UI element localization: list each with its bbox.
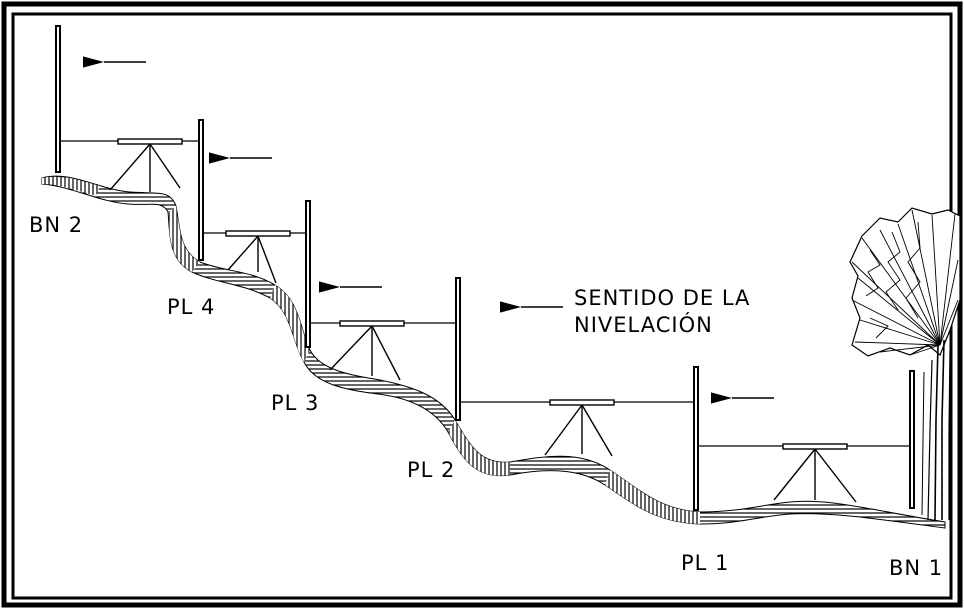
label-pl3: PL 3 xyxy=(271,391,319,415)
direction-caption-line1: SENTIDO DE LA xyxy=(574,286,750,310)
label-pl4: PL 4 xyxy=(167,295,215,319)
level-instrument-2 xyxy=(225,230,291,284)
leveling-staffs xyxy=(55,25,915,511)
ground-profile xyxy=(41,175,946,529)
level-instrument-3 xyxy=(329,320,405,381)
direction-caption-line2: NIVELACIÓN xyxy=(574,312,713,337)
label-pl2: PL 2 xyxy=(407,458,455,482)
level-instrument-1 xyxy=(109,138,183,192)
level-instrument-5 xyxy=(773,443,857,503)
instruments xyxy=(109,138,857,503)
tree-icon xyxy=(849,207,961,521)
staff-pl2-back xyxy=(455,277,461,421)
staff-bn1 xyxy=(909,370,915,509)
label-bn2: BN 2 xyxy=(29,213,83,237)
direction-arrows xyxy=(83,56,774,404)
level-instrument-4 xyxy=(544,399,615,457)
label-pl1: PL 1 xyxy=(681,551,729,575)
staff-bn2 xyxy=(55,25,61,173)
staff-pl4-back xyxy=(198,119,204,261)
staff-pl1-back xyxy=(693,366,699,511)
sight-lines xyxy=(60,140,910,447)
label-bn1: BN 1 xyxy=(889,556,943,580)
staff-pl3-back xyxy=(305,200,311,348)
